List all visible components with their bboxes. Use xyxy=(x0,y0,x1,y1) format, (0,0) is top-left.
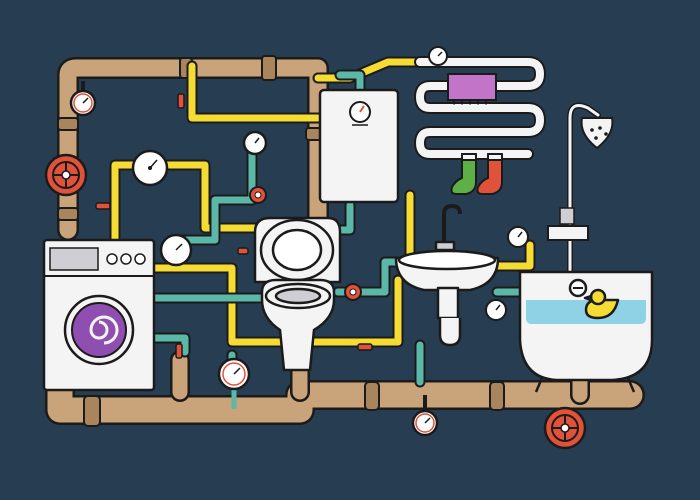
towel-icon xyxy=(447,73,497,101)
valve-knob-icon xyxy=(249,186,267,204)
bathtub-icon xyxy=(518,270,654,393)
yellow-pipes xyxy=(109,56,536,348)
faucet-icon xyxy=(442,204,462,246)
water-heater-icon xyxy=(318,88,400,204)
valve-wheel-icon xyxy=(44,153,88,197)
towel-radiator-icon xyxy=(413,56,547,160)
shower-head-icon xyxy=(547,102,614,273)
pressure-gauge-icon xyxy=(485,299,507,321)
pressure-gauge-icon xyxy=(159,233,193,267)
sink-icon xyxy=(394,204,500,347)
pressure-gauge-icon xyxy=(411,395,439,437)
pressure-gauge-icon xyxy=(507,226,529,248)
valve-wheels xyxy=(44,93,587,450)
valve-lever-icon xyxy=(95,93,373,359)
washing-machine-icon xyxy=(42,238,156,392)
toilet-icon xyxy=(253,216,342,372)
rubber-duck-icon xyxy=(583,288,620,320)
pressure-gauges xyxy=(69,46,529,437)
pressure-gauge-icon xyxy=(428,46,448,66)
socks-icon xyxy=(450,153,503,195)
pressure-gauge-icon xyxy=(217,357,251,409)
pressure-gauge-icon xyxy=(242,130,268,156)
pressure-gauge-icon xyxy=(69,81,97,117)
valve-knob-icon xyxy=(344,283,362,301)
valve-wheel-icon xyxy=(543,406,587,450)
pressure-gauge-icon xyxy=(131,149,169,187)
